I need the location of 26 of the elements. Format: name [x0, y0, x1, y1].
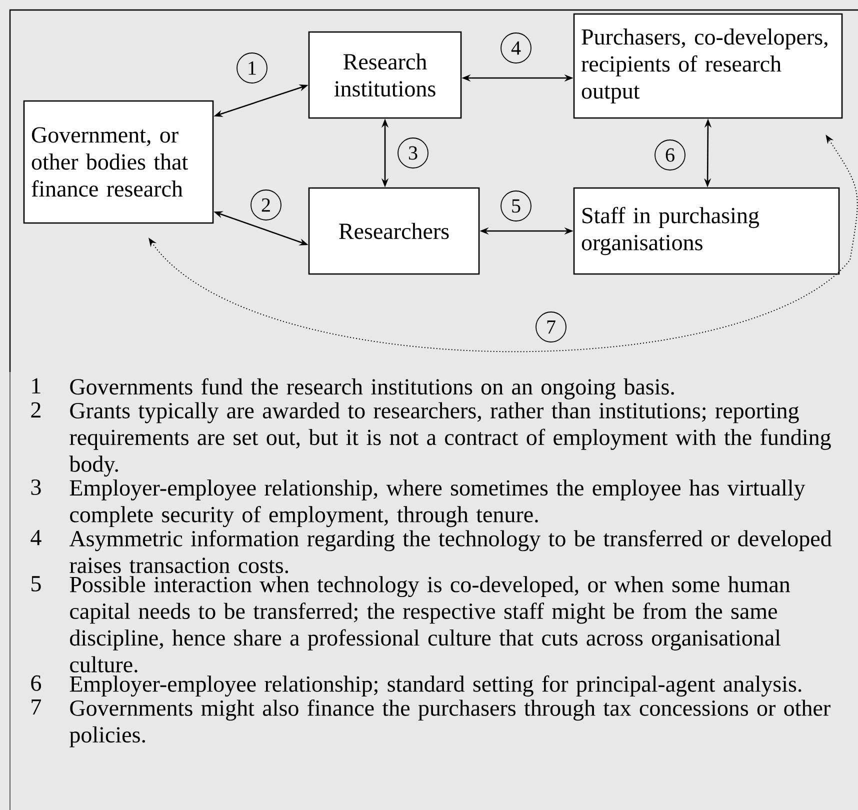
note-text: Employer-employee relationship; standard setting for principal-agent analysis.	[70, 675, 802, 697]
process-box: Researchers	[308, 187, 480, 275]
note-number: 4	[30, 530, 42, 546]
process-box: Purchasers, co-developers, recipients of research output	[573, 13, 843, 119]
note-text: Governments fund the research institutions on an ongoing basis.	[70, 378, 674, 400]
callout-number: 2	[250, 190, 282, 220]
note-text: Possible interaction when technology is co-developed, or when some human capital needs to be transferred; the respective staff might be from the same discipline, hence share a professional culture that cuts across organisational culture.	[70, 576, 790, 673]
callout-number: 5	[500, 190, 532, 222]
process-box: Research institutions	[308, 31, 462, 119]
note-text: Grants typically are awarded to researchers, rather than institutions; reporting requirements are set out, but it is not a contract of employment with the funding body.	[69, 402, 831, 477]
callout-number: 7	[536, 312, 566, 342]
callout-number: 4	[500, 32, 532, 64]
note-number: 3	[31, 479, 41, 495]
callout-number: 3	[398, 138, 428, 168]
note-number: 5	[32, 576, 41, 592]
callout-number: 6	[654, 140, 686, 170]
note-number: 2	[31, 402, 40, 418]
callout-number: 1	[236, 52, 268, 84]
note-number: 1	[32, 378, 40, 394]
note-number: 6	[31, 675, 42, 691]
note-text: Employer-employee relationship, where sometimes the employee has virtually complete security of employment, through tenure.	[70, 479, 806, 528]
note-number: 7	[32, 699, 42, 715]
process-box: Staff in purchasing organisations	[573, 187, 840, 275]
process-box: Government, or other bodies that finance research	[23, 100, 214, 224]
note-text: Governments might also finance the purchasers through tax concessions or other policies.	[70, 699, 830, 748]
note-text: Asymmetric information regarding the technology to be transferred or developed raises transaction costs.	[69, 530, 832, 574]
